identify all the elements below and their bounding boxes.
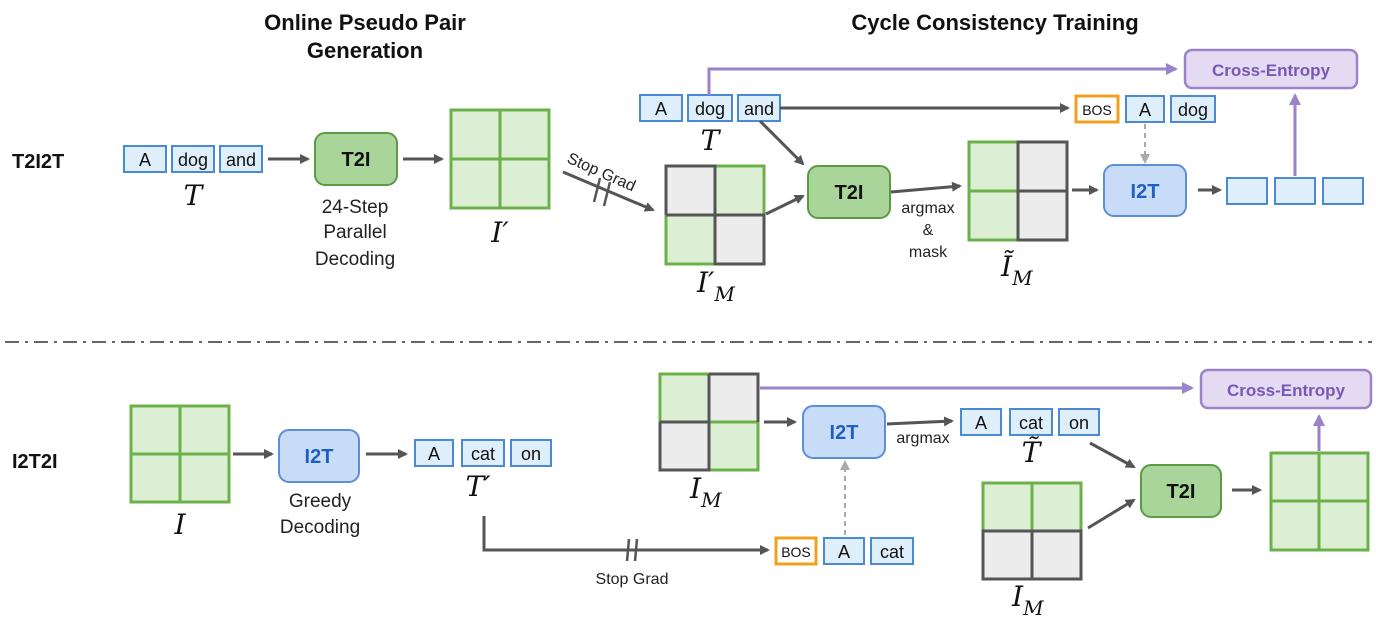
token-group-tilde-T: A cat on [960,408,1100,436]
arrow-to-cross-entropy-top [707,63,1178,95]
token-group-pseudo-bottom: A cat on [414,439,552,467]
label-T-tilde: T̃ [1022,436,1043,469]
header-cycle-consistency: Cycle Consistency Training [851,10,1138,35]
token-box [123,145,167,173]
caption-24-step: 24-Step [322,197,389,218]
token-text: dog [178,150,208,170]
t2i-module-cycle-bottom [1140,464,1222,518]
stop-grad-mark [592,177,602,203]
token-text: A [139,150,151,170]
label-T-top: T [184,179,205,212]
label-I-M-lower: IM [1011,580,1044,617]
image-grid-I-M-upper [658,372,760,472]
arrow [758,119,805,166]
arrow [1087,498,1136,530]
t2i-label: T2I [342,149,371,171]
cross-entropy-label: Cross-Entropy [1227,381,1346,400]
cross-entropy-label: Cross-Entropy [1212,61,1331,80]
caption-ampersand: & [923,222,934,239]
i2t-label: I2T [830,422,859,444]
stop-grad-mark [625,538,631,562]
arrow-stop-grad-bottom [482,516,770,555]
arrow [765,194,805,216]
label-I-tilde-M: ĨM [1000,250,1033,290]
token-group-bos-top: BOS A dog [1074,94,1216,124]
token-text: A [975,413,987,433]
stop-grad-label-bottom: Stop Grad [596,571,669,588]
token-text: A [428,444,440,464]
caption-argmax-top: argmax [901,200,954,217]
i2t-module-cycle-bottom [802,405,886,459]
label-I-M-upper: IM [689,472,722,512]
caption-greedy-decoding: Decoding [280,517,360,538]
label-I-prime-M: I′M [696,266,735,306]
row-label-i2t2i: I2T2I [12,451,58,473]
token-text: A [1139,100,1151,120]
stop-grad-mark [602,181,612,207]
output-token-boxes-top [1226,177,1364,205]
caption-argmax-bottom: argmax [896,430,949,447]
token-text: cat [471,444,495,464]
header-pseudo-pair-line2: Generation [307,38,423,63]
label-T-cycle: T [701,124,722,157]
image-grid-I [129,404,231,504]
i2t-module-pseudo [278,429,360,483]
caption-mask: mask [909,244,948,261]
image-grid-I-tilde-M [967,140,1069,242]
token-group-input-top: A dog and [123,145,263,173]
cross-entropy-top [1183,48,1359,90]
header-pseudo-pair-line1: Online Pseudo Pair [264,10,466,35]
token-text: A [655,99,667,119]
stop-grad-mark [633,538,639,562]
caption-greedy: Greedy [289,491,352,512]
image-grid-I-M-lower [981,481,1083,581]
token-group-bos-bottom: BOS A cat [774,536,914,566]
token-text: BOS [781,544,811,560]
label-T-prime: T′ [465,470,491,503]
token-text: cat [1019,413,1043,433]
image-grid-I-prime [449,108,551,210]
i2t-module-cycle [1103,164,1187,217]
i2t-label: I2T [305,446,334,468]
arrow [886,416,954,427]
token-text: on [1069,413,1089,433]
t2i-module-pseudo [314,132,398,186]
token-text: on [521,444,541,464]
label-I-prime: I′ [490,216,509,249]
t2i-label: T2I [1167,481,1196,503]
token-text: dog [695,99,725,119]
cross-entropy-bottom [1199,368,1373,410]
image-grid-I-prime-M [664,164,766,266]
token-text: dog [1178,100,1208,120]
caption-decoding: Decoding [315,249,395,270]
t2i-module-cycle [807,165,891,219]
token-box [219,145,263,173]
arrow [1089,441,1136,469]
t2i-label: T2I [835,182,864,204]
caption-parallel: Parallel [323,222,386,243]
i2t-label: I2T [1131,181,1160,203]
token-box [171,145,215,173]
token-text: and [226,150,256,170]
token-text: A [838,542,850,562]
token-text: and [744,99,774,119]
token-text: BOS [1082,102,1112,118]
arrow [890,181,962,194]
image-grid-output-bottom [1269,451,1370,552]
token-text: cat [880,542,904,562]
row-label-t2i2t: T2I2T [12,151,64,173]
token-group-cycle-top: A dog and [639,94,781,122]
label-I: I [173,508,186,541]
